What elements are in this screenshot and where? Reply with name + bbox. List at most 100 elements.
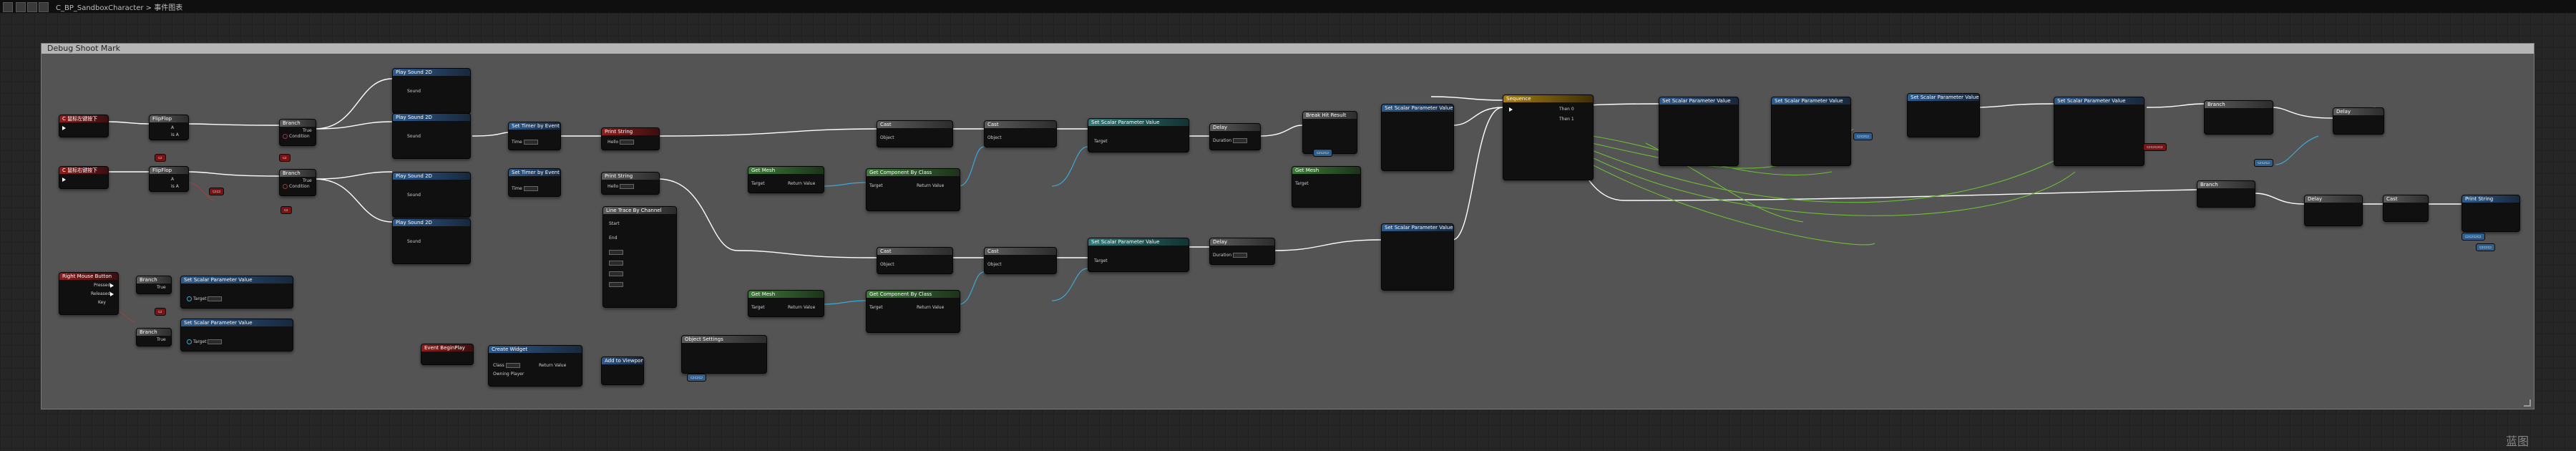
flipflop-node-top[interactable]: FlipFlop A Is A [149,115,189,140]
object-pin[interactable]: Object [880,262,894,267]
is-a-pin[interactable]: Is A [171,184,179,189]
delay-node-2[interactable]: Delay Duration [1209,238,1275,265]
true-pin[interactable]: True [303,128,312,133]
browse-icon[interactable] [27,2,37,12]
sound-pin[interactable]: Sound [407,239,421,244]
set-param-node-a[interactable]: Set Scalar Parameter Value [1659,97,1739,166]
play-sound-node-1[interactable]: Play Sound 2D Sound [392,68,471,114]
object-settings-node[interactable]: Object Settings [681,335,767,374]
delay-node-right-2[interactable]: Delay [2304,195,2363,226]
sound-pin[interactable]: Sound [407,134,421,139]
option-3[interactable] [609,271,623,276]
is-a-pin[interactable]: Is A [171,132,179,137]
true-pin[interactable]: True [303,178,312,183]
set-vector-node[interactable]: Break Hit Result [1302,111,1357,154]
object-var-1[interactable]: ▭▭▭ [1313,149,1333,157]
cast-node-3[interactable]: Cast Object [877,247,953,274]
cast-node-1[interactable]: Cast Object [877,120,953,147]
a-pin[interactable]: A [171,177,175,182]
object-pin[interactable]: Object [880,135,894,140]
comment-resize-grip[interactable] [2524,399,2531,407]
set-scalar-node-2[interactable]: Set Scalar Parameter Value Target [1088,238,1189,272]
target-pin[interactable]: Target [1094,258,1108,263]
branch-node-right[interactable]: Branch [2204,100,2273,135]
save-icon[interactable] [16,2,26,12]
branch-node-rm-2[interactable]: Branch True [136,328,172,346]
bool-var-2[interactable]: ▭ [155,308,166,316]
duration-pin[interactable]: Duration [1213,253,1247,258]
get-mesh-node-2[interactable]: Get Mesh Target Return Value [748,290,824,317]
time-pin[interactable]: Time [512,186,538,191]
object-settings-var[interactable]: ▭▭▭▭ [2462,233,2485,241]
branch-node-right-2[interactable]: Branch [2197,180,2255,208]
object-pin[interactable]: Object [987,135,1002,140]
print-string-node-1[interactable]: Print String Hello [601,127,660,150]
start-pin[interactable]: Start [609,221,620,226]
play-sound-node-3[interactable]: Play Sound 2D Sound [392,172,471,218]
add-viewport-node[interactable]: Add to Viewport [601,357,644,385]
return-pin[interactable]: Return Value [539,363,567,368]
pressed-pin[interactable]: Pressed [94,283,115,288]
flipflop-node-bottom[interactable]: FlipFlop A Is A [149,166,189,192]
set-param-node-c[interactable]: Set Scalar Parameter Value [2054,97,2145,166]
object-var-4[interactable]: ▭▭▭ [2476,243,2496,251]
owning-player-pin[interactable]: Owning Player [493,372,525,377]
get-param-node[interactable]: Set Scalar Parameter Value [1907,93,1980,137]
right-mouse-event-node[interactable]: Right Mouse Button Pressed Released Key [59,272,119,315]
return-pin[interactable]: Return Value [788,181,816,186]
released-pin[interactable]: Released [91,291,115,296]
event-mouse-left-node[interactable]: C 鼠标左键按下 [59,115,109,137]
event-mouse-right-node[interactable]: C 鼠标右键按下 [59,166,109,189]
target-pin[interactable]: Target [869,305,883,310]
bool-var-6[interactable]: ▭▭▭▭ [2143,143,2167,151]
then0-pin[interactable]: Then 0 [1559,107,1574,112]
bool-var-4[interactable]: ▭▭ [209,188,225,195]
print-node-right[interactable]: Print String [2462,195,2520,232]
delay-node-1[interactable]: Delay Duration [1209,123,1261,150]
timeline-node[interactable]: Get Mesh Target [1292,166,1361,208]
exec-in-pin[interactable] [1509,107,1514,112]
get-component-node-2[interactable]: Get Component By Class Target Return Val… [866,290,960,333]
delay-node-right[interactable]: Delay [2333,107,2384,135]
menu-icon[interactable] [3,2,13,12]
print-string-node-2[interactable]: Print String Hello [601,172,660,195]
text-pin[interactable]: Hello [608,184,635,189]
branch-node-rm[interactable]: Branch True [136,276,172,294]
time-pin[interactable]: Time [512,140,538,145]
set-scalar-big-node-2[interactable]: Set Scalar Parameter Value [1381,223,1454,291]
key-pin[interactable]: Key [98,300,106,305]
object-var-5[interactable]: ▭▭▭ [687,374,707,382]
cast-node-2[interactable]: Cast Object [984,120,1057,147]
event-beginplay-node[interactable]: Event BeginPlay [421,344,474,365]
return-pin[interactable]: Return Value [917,183,945,188]
cast-node-4[interactable]: Cast Object [984,247,1057,274]
text-pin[interactable]: Hello [608,140,635,145]
target-pin[interactable]: Target [1295,181,1309,186]
get-component-node-1[interactable]: Get Component By Class Target Return Val… [866,168,960,211]
settings-icon[interactable] [39,2,49,12]
sound-pin[interactable]: Sound [407,89,421,94]
true-pin[interactable]: True [157,285,166,290]
option-2[interactable] [609,261,623,266]
set-timer-node-1[interactable]: Set Timer by Event Time [508,122,561,150]
bool-var-5[interactable]: ▭ [280,206,292,214]
set-timer-node-2[interactable]: Set Timer by Event Time [508,168,561,197]
option-4[interactable] [609,282,623,287]
object-var-2[interactable]: ▭▭▭ [1853,132,1873,140]
true-pin[interactable]: True [157,337,166,342]
target-pin[interactable]: Target [187,339,223,344]
set-visibility-node-1[interactable]: Set Scalar Parameter Value Target [180,276,293,309]
branch-node-2[interactable]: Branch Condition True [279,169,316,196]
play-sound-node-2[interactable]: Play Sound 2D Sound [392,113,471,159]
sequence-node[interactable]: Sequence Then 0 Then 1 [1503,94,1594,180]
branch-node-1[interactable]: Branch Condition True [279,119,316,146]
target-pin[interactable]: Target [751,181,765,186]
set-node-right[interactable]: Cast [2383,195,2429,222]
condition-pin[interactable]: Condition [283,134,310,139]
exec-pin[interactable] [62,125,67,130]
sound-pin[interactable]: Sound [407,193,421,198]
set-param-node-b[interactable]: Set Scalar Parameter Value [1771,97,1851,166]
return-pin[interactable]: Return Value [917,305,945,310]
target-pin[interactable]: Target [1094,139,1108,144]
class-pin[interactable]: Class [493,363,520,368]
